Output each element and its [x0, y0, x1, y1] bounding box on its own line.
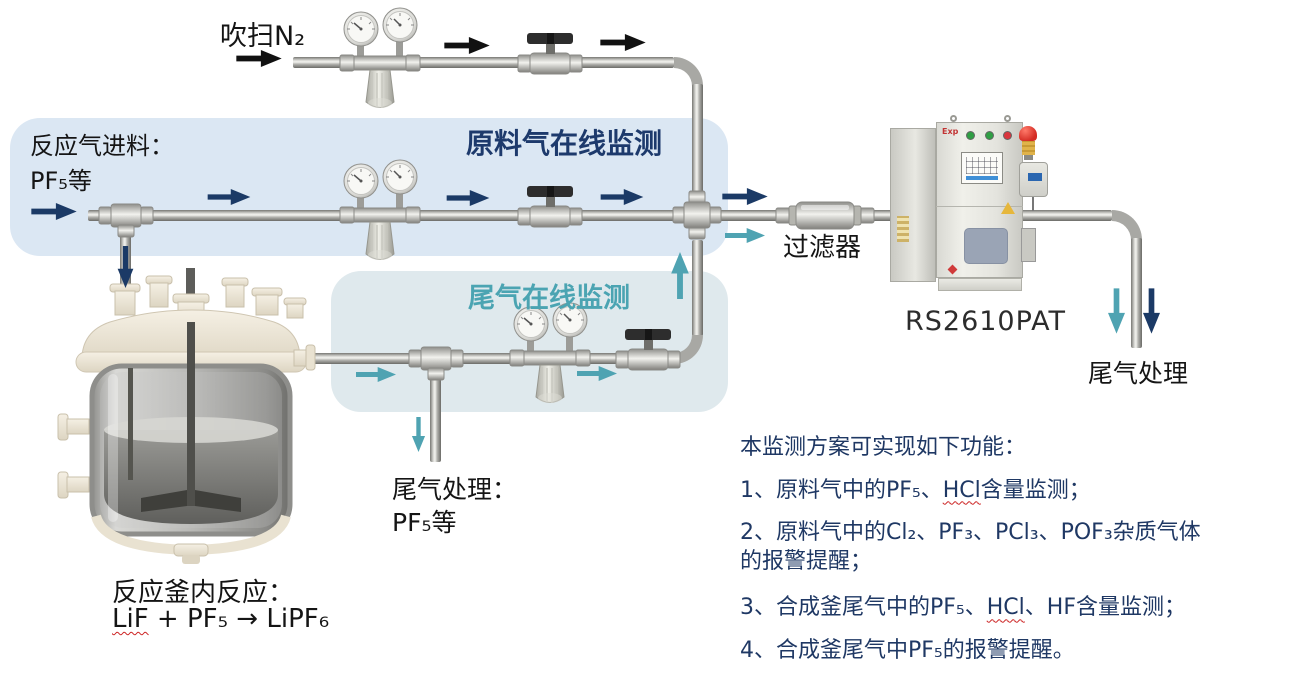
lifting-eye-icon — [950, 115, 957, 122]
hcl-marked: HCl — [942, 477, 981, 503]
flow-arrow-right — [31, 203, 77, 220]
reactor-vessel — [57, 268, 316, 564]
beacon-base — [1022, 141, 1035, 155]
pressure-regulator-n2 — [339, 7, 421, 109]
flow-arrow-right — [600, 189, 644, 205]
tail-treatment-right-label: 尾气处理 — [1088, 359, 1189, 388]
ball-valve-n2 — [517, 32, 583, 75]
indicator-light-green — [985, 131, 994, 140]
feed-zone-title: 原料气在线监测 — [466, 127, 663, 160]
hcl-marked: HCl — [986, 595, 1025, 621]
flow-arrow-right — [577, 366, 617, 381]
analyzer-model-label: RS2610PAT — [905, 306, 1067, 337]
cross-fitting — [672, 190, 722, 240]
filter-label: 过滤器 — [783, 233, 862, 263]
indicator-light-red — [1003, 131, 1012, 140]
purge-n2-pipe — [293, 57, 674, 68]
beacon-mount — [1024, 155, 1033, 160]
indicator-light-green — [966, 131, 975, 140]
flow-arrow-right — [600, 34, 646, 51]
flow-arrow-right — [722, 188, 768, 205]
screen-toolbar — [966, 176, 998, 180]
touchscreen — [961, 152, 1003, 184]
function-item-4: 4、合成釜尾气中PF₅的报警提醒。 — [740, 637, 1075, 663]
cabinet-side-unit — [890, 128, 936, 282]
ball-valve-tailgas — [615, 328, 681, 371]
flow-arrow-right — [444, 37, 490, 54]
feed-inlet-label-line2: PF₅等 — [30, 167, 92, 195]
analyzer-cabinet: Exp — [890, 115, 1052, 294]
tailgas-vent-branch-pipe — [430, 362, 441, 462]
ball-valve-feed — [517, 185, 583, 228]
purge-n2-label: 吹扫N₂ — [220, 21, 306, 52]
tee-fitting-feed — [98, 203, 154, 238]
lifting-eye-icon — [1004, 115, 1011, 122]
detector-cable — [1032, 197, 1034, 211]
functions-block: 本监测方案可实现如下功能： 1、原料气中的PF₅、HCl含量监测； 2、原料气中… — [740, 434, 1288, 666]
tail-treatment-mid-label-line1: 尾气处理： — [392, 475, 518, 504]
detector-display — [1028, 173, 1042, 181]
formula-lif: LiF — [112, 604, 149, 634]
door-window — [964, 228, 1008, 264]
flow-arrow-right — [725, 228, 765, 243]
reaction-formula: LiF + PF₅ → LiPF₆ — [112, 604, 329, 634]
pressure-regulator-tailgas — [509, 302, 591, 404]
formula-rest: + PF₅ → LiPF₆ — [148, 604, 330, 634]
alarm-beacon-icon — [1019, 126, 1037, 141]
cabinet-base — [938, 278, 1022, 291]
junction-box — [1021, 228, 1036, 262]
cabinet-louver — [897, 216, 909, 242]
gas-detector-unit — [1019, 162, 1048, 197]
tail-treatment-mid-label-line2: PF₅等 — [392, 508, 457, 537]
warning-triangle-icon — [1001, 202, 1015, 214]
vent-downpipe-right — [1131, 238, 1142, 348]
tee-fitting-tailgas — [408, 346, 464, 381]
feed-inlet-label-line1: 反应气进料： — [30, 132, 174, 160]
pipe-elbow — [674, 335, 703, 364]
flow-arrow-right — [446, 190, 490, 206]
flow-arrow-up — [671, 252, 689, 299]
tailgas-pipe — [300, 353, 677, 364]
flow-arrow-down — [1143, 288, 1160, 334]
reactor-caption: 反应釜内反应： — [112, 578, 295, 608]
functions-heading: 本监测方案可实现如下功能： — [740, 435, 1027, 460]
door-seam — [936, 206, 1023, 207]
feed-gas-pipe — [88, 210, 1112, 221]
pipe-elbow — [674, 57, 703, 86]
function-item-3: 3、合成釜尾气中的PF₅、HCl、HF含量监测； — [740, 595, 1186, 621]
function-item-2: 2、原料气中的Cl₂、PF₃、PCl₃、POF₃杂质气体的报警提醒； — [740, 520, 1201, 574]
flow-arrow-down — [1108, 288, 1125, 334]
tailgas-riser-pipe — [692, 240, 703, 336]
flow-arrow-down — [411, 417, 426, 452]
flow-arrow-right — [356, 367, 396, 382]
flow-arrow-right — [207, 189, 251, 205]
function-item-1: 1、原料气中的PF₅、HCl含量监测； — [740, 477, 1091, 503]
pipe-elbow — [1112, 210, 1142, 240]
purge-n2-downpipe — [692, 84, 703, 198]
flow-arrow-down — [117, 246, 134, 288]
tailgas-zone-title: 尾气在线监测 — [468, 283, 630, 314]
pressure-regulator-feed — [339, 159, 421, 261]
exp-marking: Exp — [942, 127, 959, 136]
